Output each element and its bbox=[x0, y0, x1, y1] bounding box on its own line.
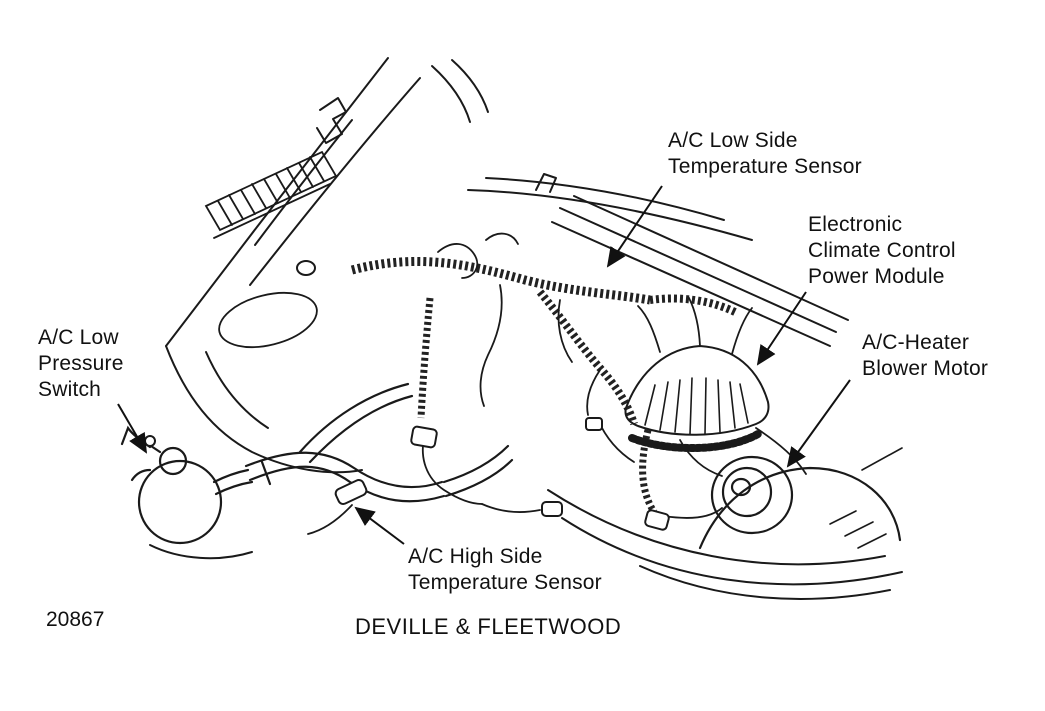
arrow-high-side-sensor bbox=[354, 506, 405, 545]
callout-arrows bbox=[117, 185, 851, 545]
figure-caption: DEVILLE & FLEETWOOD bbox=[355, 614, 622, 639]
figure-number: 20867 bbox=[46, 608, 105, 631]
hood-edge-lines bbox=[551, 195, 849, 347]
body-panel-lines bbox=[547, 447, 903, 600]
callout-climate-module-label: Electronic Climate Control Power Module bbox=[808, 213, 956, 289]
arrow-blower-motor bbox=[786, 379, 851, 468]
cowl-lines bbox=[165, 57, 753, 347]
arrow-low-side-sensor bbox=[606, 185, 663, 268]
callout-high-side-sensor-label: A/C High Side Temperature Sensor bbox=[408, 545, 602, 595]
connectors bbox=[144, 260, 670, 531]
refrigerant-hoses bbox=[244, 382, 514, 503]
power-module-drawing bbox=[624, 344, 770, 452]
blower-motor-drawing bbox=[698, 455, 902, 550]
callout-low-pressure-switch-label: A/C Low Pressure Switch bbox=[38, 326, 124, 402]
callout-low-side-sensor-label: A/C Low Side Temperature Sensor bbox=[668, 129, 862, 179]
arrow-low-pressure-switch bbox=[117, 403, 148, 454]
wiring-harness bbox=[350, 257, 737, 514]
callout-blower-motor-label: A/C-Heater Blower Motor bbox=[862, 331, 989, 381]
vent-grille bbox=[204, 150, 338, 349]
arrow-climate-module bbox=[756, 291, 807, 366]
